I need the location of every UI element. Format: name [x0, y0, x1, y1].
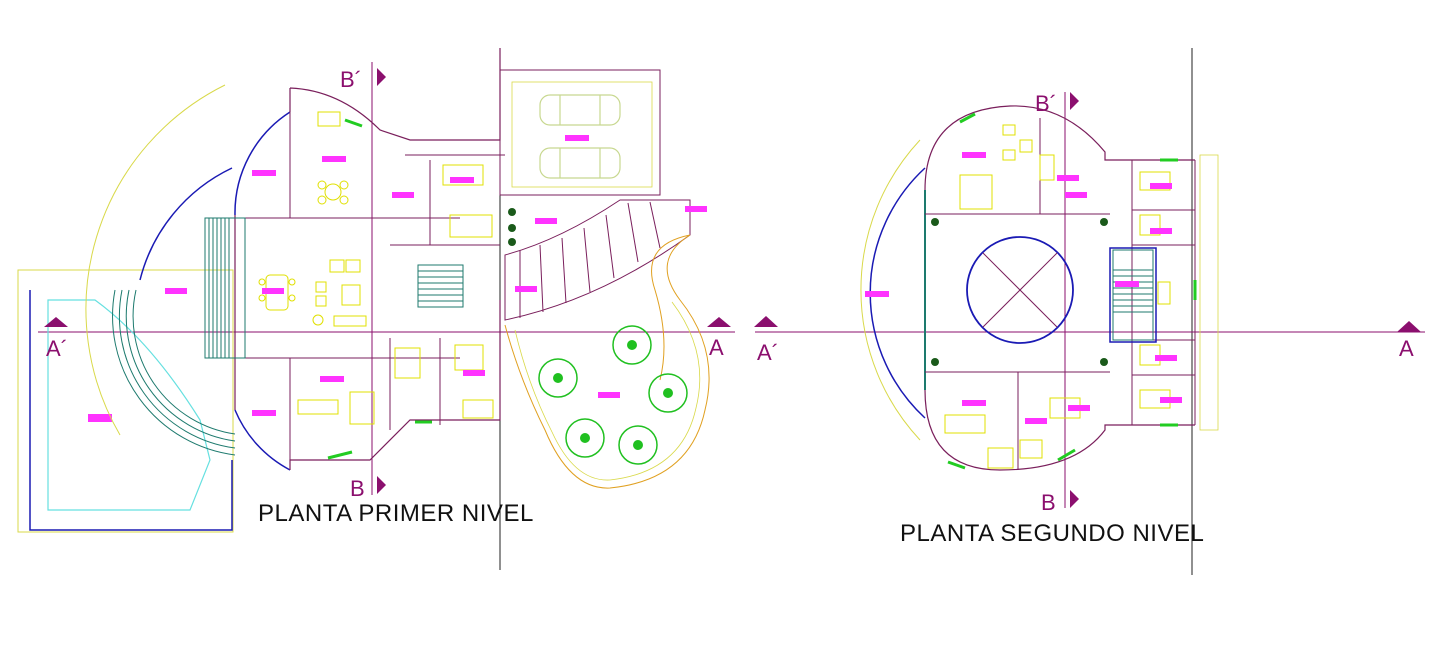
stair-frame-blue [1109, 247, 1157, 343]
door-marks-second [947, 112, 1197, 470]
section-arrow-a-prime-second [754, 316, 778, 327]
second-level-title: PLANTA SEGUNDO NIVEL [900, 520, 1205, 547]
furniture-first [258, 111, 494, 425]
curved-stair-4 [132, 289, 236, 435]
section-label-b-prime-first: B´ [340, 67, 362, 92]
section-arrow-a-prime-first [44, 317, 68, 327]
section-arrow-b-prime-second [1070, 92, 1079, 110]
pool-frame [29, 290, 233, 531]
furniture-second [944, 124, 1171, 469]
straight-stair-west [204, 217, 246, 359]
first-level-outline [234, 48, 501, 470]
first-level-title: PLANTA PRIMER NIVEL [258, 500, 534, 527]
terrace-arc-blue [139, 167, 233, 281]
balcony-arc-outer [860, 139, 921, 441]
column-marks-first [508, 208, 516, 246]
section-label-b-prime-second: B´ [1035, 91, 1057, 116]
door-marks-first [327, 118, 432, 460]
car-top [539, 94, 621, 126]
east-dimension-box [1199, 154, 1219, 431]
garage-outline [499, 69, 661, 196]
atrium-void [966, 236, 1074, 344]
section-label-a-second: A [1399, 336, 1414, 361]
second-level-top-curve [924, 105, 1195, 191]
garden-outline [504, 234, 710, 489]
terrace-arc-outer [85, 84, 226, 436]
tree-4 [565, 418, 605, 458]
tree-3 [648, 373, 688, 413]
car-bottom [539, 147, 621, 179]
room-labels-first [165, 135, 707, 416]
section-arrow-a-second [1397, 321, 1421, 332]
ramp-stripes [519, 201, 661, 318]
pool-deck-outline [17, 269, 234, 533]
garage-inner [511, 81, 653, 188]
second-level-plan [754, 48, 1425, 575]
garden-tree-centers [553, 340, 673, 450]
first-level-west-arc [234, 111, 291, 216]
section-arrow-b-second [1070, 490, 1079, 508]
garden-trees [538, 325, 688, 465]
tree-1 [612, 325, 652, 365]
curved-stair-3 [125, 289, 236, 442]
section-label-a-prime-second: A´ [757, 340, 779, 365]
tree-5 [618, 425, 658, 465]
first-level-sw-arc [234, 409, 291, 471]
section-label-b-second: B [1041, 490, 1056, 515]
second-level-bottom-curve [924, 389, 1195, 471]
garden-outline-inner [514, 301, 701, 481]
column-marks-second [931, 218, 1108, 366]
interior-stair-second [1112, 249, 1154, 341]
section-label-b-first: B [350, 476, 365, 501]
section-arrow-a-first [707, 317, 731, 327]
section-arrow-b-first [377, 476, 386, 494]
section-label-a-first: A [709, 335, 724, 360]
curved-stair-2 [118, 289, 236, 449]
curved-stair-1 [112, 289, 236, 456]
first-level-plan [17, 48, 735, 570]
section-arrow-b-prime-first [377, 68, 386, 86]
pool-room-label [88, 414, 112, 422]
atrium-cross-2 [982, 252, 1058, 328]
driveway-ramp [504, 199, 691, 321]
pool-water [47, 299, 211, 511]
section-label-a-prime-first: A´ [46, 336, 68, 361]
interior-stair-first [417, 264, 464, 308]
room-labels-second [865, 152, 1182, 424]
tree-2 [538, 358, 578, 398]
